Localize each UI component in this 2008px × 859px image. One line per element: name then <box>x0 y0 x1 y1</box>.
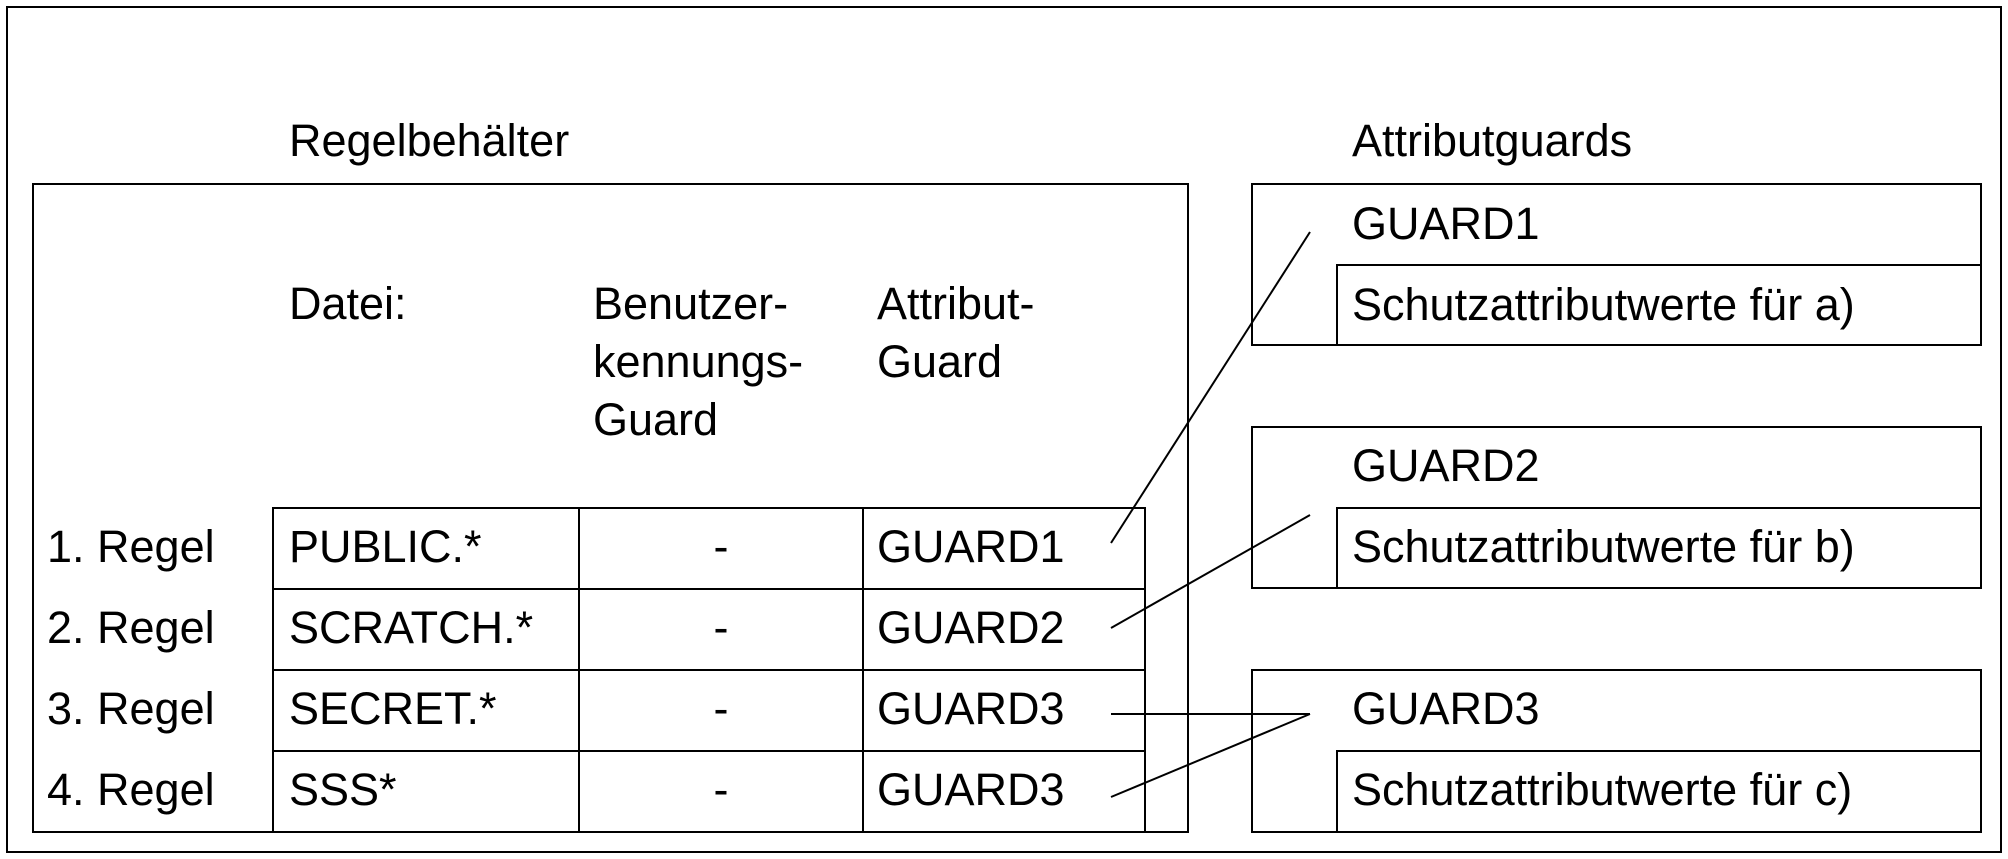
guard1-values-box <box>1336 264 1982 346</box>
column-header-line: Attribut- <box>877 278 1035 329</box>
column-header-attribute-guard: Attribut- Guard <box>877 275 1035 391</box>
attribute-guards-title: Attributguards <box>1352 115 1633 166</box>
rule-attribute-guard: GUARD2 <box>877 602 1065 653</box>
rule-attribute-guard: GUARD3 <box>877 683 1065 734</box>
column-header-user-id-guard: Benutzer- kennungs- Guard <box>593 275 803 449</box>
rule-label: 1. Regel <box>47 521 215 572</box>
connector-rule2-guard2 <box>1110 514 1311 629</box>
rule-file-pattern: SCRATCH.* <box>289 602 534 653</box>
rule-file-pattern: PUBLIC.* <box>289 521 482 572</box>
column-header-file: Datei: <box>289 278 407 329</box>
rule-file-pattern: SSS* <box>289 764 397 815</box>
guard-name: GUARD2 <box>1352 440 1540 491</box>
guard-values: Schutzattributwerte für a) <box>1352 279 1855 330</box>
connector-rule4-guard3 <box>1110 713 1311 798</box>
rule-user-guard: - <box>713 521 729 572</box>
rule-attribute-guard: GUARD3 <box>877 764 1065 815</box>
rule-attribute-guard: GUARD1 <box>877 521 1065 572</box>
column-header-line: Benutzer- <box>593 278 789 329</box>
guard-name: GUARD3 <box>1352 683 1540 734</box>
column-header-line: kennungs- <box>593 336 804 387</box>
connector-rule1-guard1 <box>1110 231 1311 544</box>
rule-label: 2. Regel <box>47 602 215 653</box>
rule-user-guard: - <box>713 602 729 653</box>
guard-name: GUARD1 <box>1352 198 1540 249</box>
guard-values: Schutzattributwerte für c) <box>1352 764 1853 815</box>
rule-container-title: Regelbehälter <box>289 115 570 166</box>
rule-user-guard: - <box>713 764 729 815</box>
outer-frame <box>6 6 2002 853</box>
rule-user-guard: - <box>713 683 729 734</box>
column-header-line: Guard <box>593 394 719 445</box>
guard3-values-box <box>1336 750 1982 833</box>
rule-label: 3. Regel <box>47 683 215 734</box>
guard2-values-box <box>1336 507 1982 589</box>
column-header-line: Guard <box>877 336 1003 387</box>
rule-label: 4. Regel <box>47 764 215 815</box>
rule-file-pattern: SECRET.* <box>289 683 497 734</box>
guard-values: Schutzattributwerte für b) <box>1352 521 1855 572</box>
